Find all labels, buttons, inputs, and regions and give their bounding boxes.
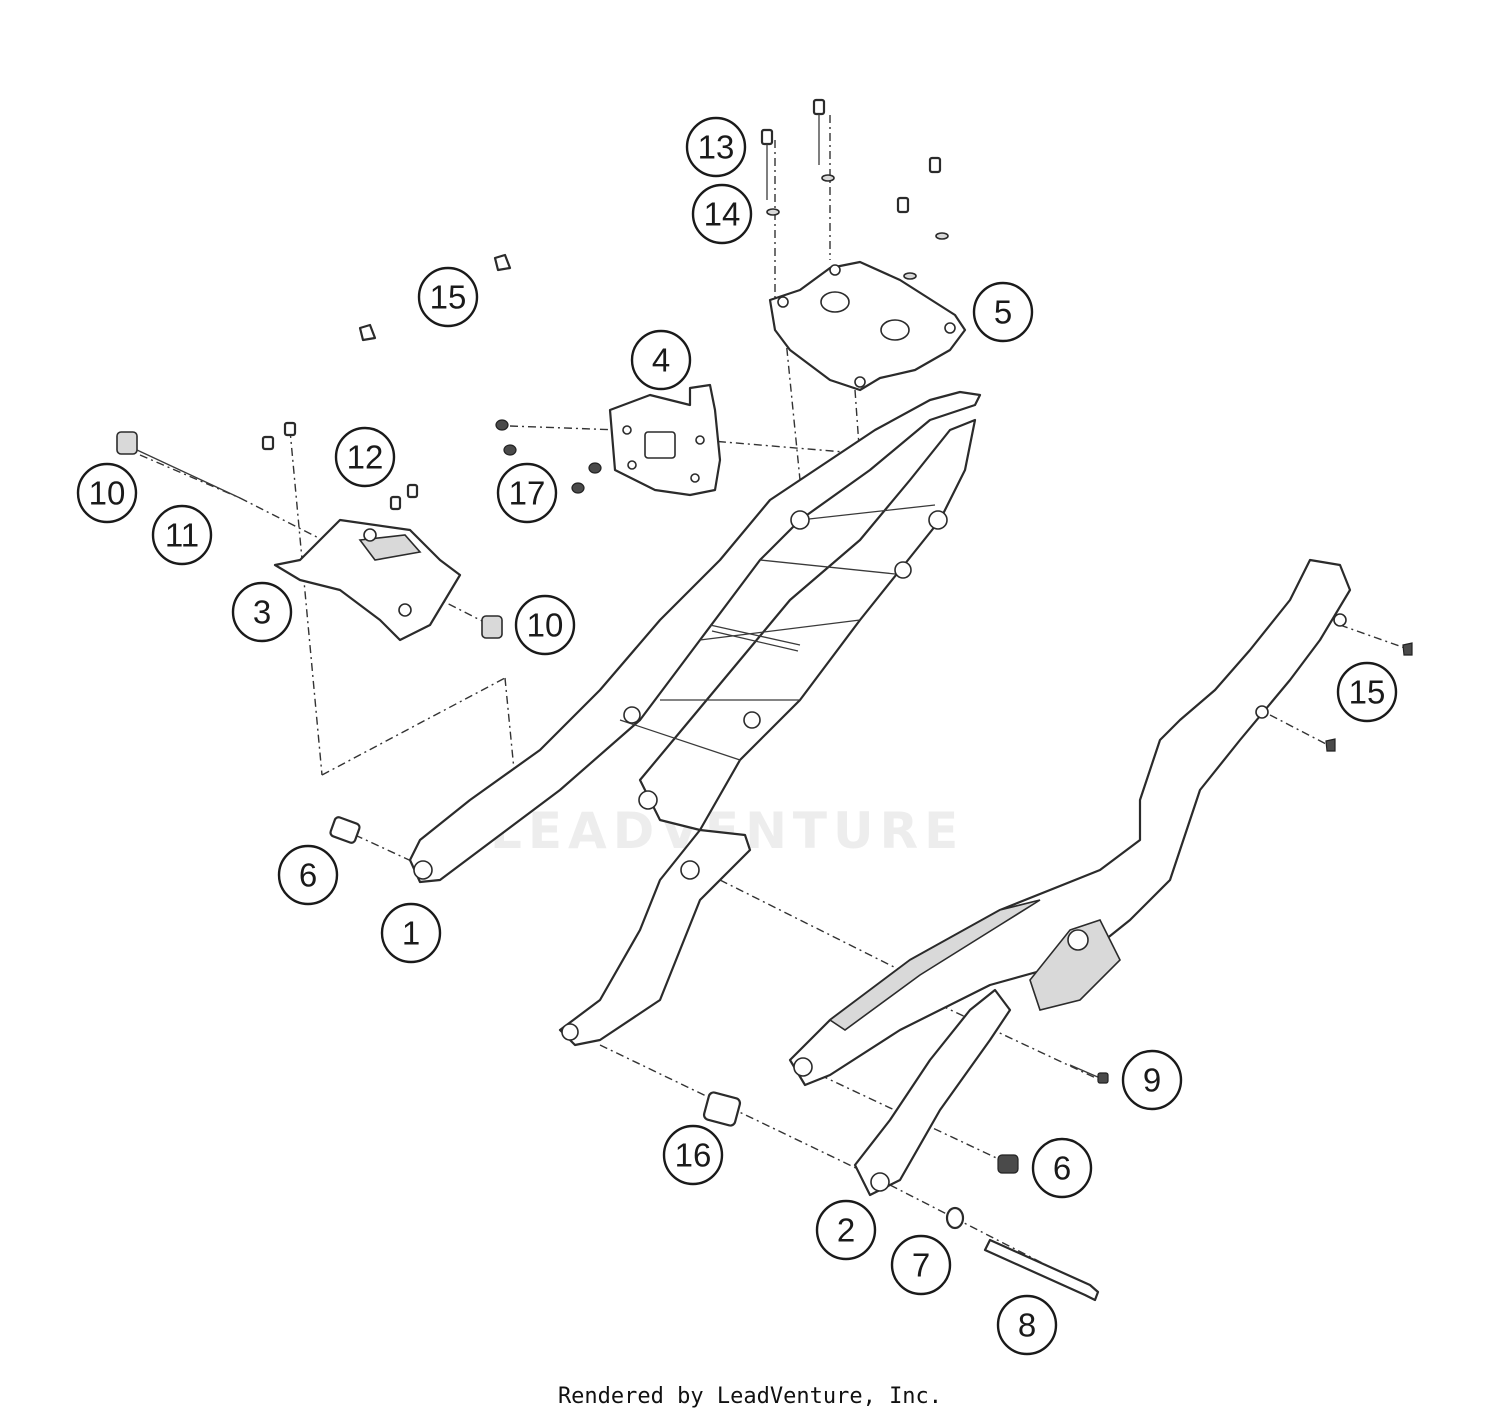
svg-text:15: 15 bbox=[1349, 674, 1386, 711]
subframe-part-1 bbox=[408, 390, 982, 1047]
svg-text:6: 6 bbox=[1053, 1150, 1071, 1187]
callout-4: 4 bbox=[630, 329, 692, 391]
fasteners bbox=[116, 98, 1413, 1302]
svg-text:3: 3 bbox=[253, 594, 271, 631]
plate-part-4 bbox=[608, 383, 722, 497]
svg-text:16: 16 bbox=[675, 1137, 712, 1174]
svg-text:12: 12 bbox=[347, 439, 384, 476]
svg-text:1: 1 bbox=[402, 915, 420, 952]
callouts: 13 14 5 15 4 12 17 10 bbox=[76, 116, 1398, 1356]
svg-text:10: 10 bbox=[527, 607, 564, 644]
svg-text:8: 8 bbox=[1018, 1307, 1036, 1344]
svg-text:17: 17 bbox=[509, 475, 546, 512]
callout-15-top: 15 bbox=[417, 266, 479, 328]
callout-15-right: 15 bbox=[1336, 661, 1398, 723]
svg-text:14: 14 bbox=[704, 196, 741, 233]
svg-text:6: 6 bbox=[299, 857, 317, 894]
callout-7: 7 bbox=[890, 1234, 952, 1296]
callout-1: 1 bbox=[380, 902, 442, 964]
svg-text:13: 13 bbox=[698, 129, 735, 166]
side-frame-part-2 bbox=[788, 558, 1352, 1197]
callout-14: 14 bbox=[691, 183, 753, 245]
footer-credit: Rendered by LeadVenture, Inc. bbox=[557, 1384, 943, 1409]
svg-text:2: 2 bbox=[837, 1212, 855, 1249]
svg-text:7: 7 bbox=[912, 1247, 930, 1284]
callout-3: 3 bbox=[231, 581, 293, 643]
callout-10-right: 10 bbox=[514, 594, 576, 656]
callout-12: 12 bbox=[334, 426, 396, 488]
callout-10-left: 10 bbox=[76, 462, 138, 524]
callout-6-left: 6 bbox=[277, 844, 339, 906]
svg-text:9: 9 bbox=[1143, 1062, 1161, 1099]
svg-text:4: 4 bbox=[652, 342, 670, 379]
callout-11: 11 bbox=[151, 504, 213, 566]
callout-2: 2 bbox=[815, 1199, 877, 1261]
callout-8: 8 bbox=[996, 1294, 1058, 1356]
top-plate-part-5 bbox=[768, 260, 967, 392]
callout-9: 9 bbox=[1121, 1049, 1183, 1111]
callout-6-right: 6 bbox=[1031, 1137, 1093, 1199]
svg-text:11: 11 bbox=[165, 517, 199, 554]
callout-17: 17 bbox=[496, 462, 558, 524]
svg-text:5: 5 bbox=[994, 294, 1012, 331]
callout-16: 16 bbox=[662, 1124, 724, 1186]
svg-text:15: 15 bbox=[430, 279, 467, 316]
bracket-part-3 bbox=[273, 518, 462, 642]
svg-text:10: 10 bbox=[89, 475, 126, 512]
callout-13: 13 bbox=[685, 116, 747, 178]
callout-5: 5 bbox=[972, 281, 1034, 343]
